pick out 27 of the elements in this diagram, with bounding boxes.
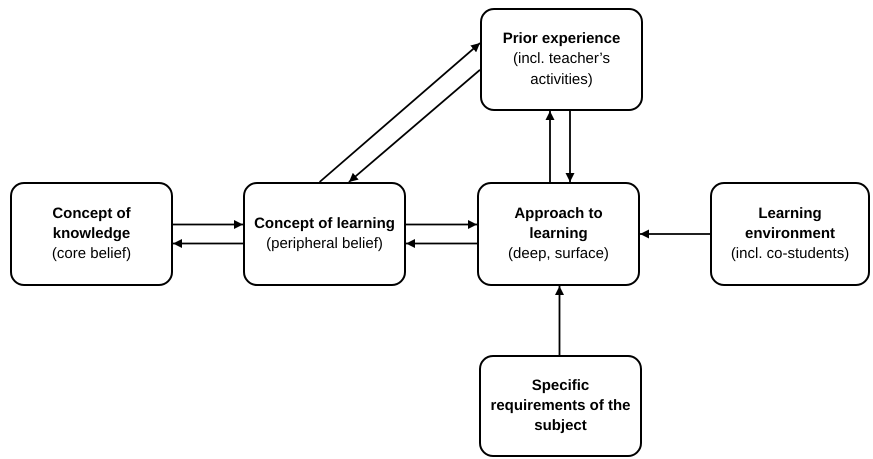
arrow — [319, 42, 481, 183]
arrow — [566, 111, 574, 182]
arrow — [546, 111, 554, 182]
arrow — [555, 286, 564, 355]
rounded-box — [479, 355, 642, 457]
box-heading: Learning environment — [744, 204, 836, 244]
arrow — [406, 220, 477, 229]
box-description: (incl. teacher’s activities) — [512, 49, 611, 90]
arrow — [348, 69, 481, 183]
rounded-box — [710, 182, 870, 286]
rounded-box — [480, 8, 643, 111]
box-description: (deep, surface) — [508, 244, 609, 264]
box-heading: Concept of knowledge — [51, 204, 132, 244]
arrow — [173, 220, 243, 229]
box-description: (peripheral belief) — [266, 234, 383, 254]
box-heading: Concept of learning — [254, 214, 395, 234]
box-description: (incl. co-students) — [730, 244, 850, 264]
rounded-box — [243, 182, 406, 286]
rounded-box — [10, 182, 173, 286]
rounded-box — [477, 182, 640, 286]
box-heading: Specific requirements of the subject — [489, 376, 632, 436]
arrow — [640, 230, 710, 238]
box-heading: Prior experience — [502, 29, 620, 50]
arrow — [406, 239, 477, 248]
box-heading: Approach to learning — [513, 204, 604, 244]
arrow — [173, 239, 243, 248]
box-description: (core belief) — [52, 244, 132, 264]
